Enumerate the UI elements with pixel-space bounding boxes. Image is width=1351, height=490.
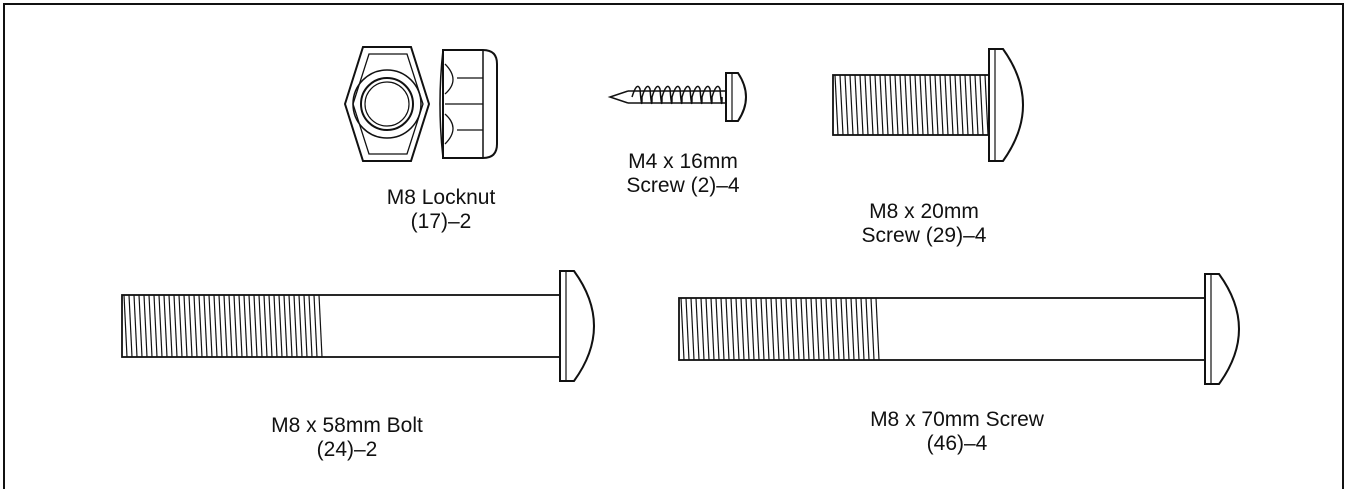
small-screw-icon	[607, 72, 747, 122]
part-name: M8 x 20mm	[869, 200, 979, 223]
long-screw-icon	[678, 273, 1240, 385]
part-key-qty: (17)–2	[410, 210, 472, 233]
part-key-qty: (24)–2	[316, 438, 378, 461]
part-name: M4 x 16mm	[628, 150, 738, 173]
part-label-locknut: M8 Locknut (17)–2	[387, 186, 496, 234]
part-name: M8 x 70mm Screw	[870, 408, 1044, 431]
part-label-long-screw: M8 x 70mm Screw (46)–4	[870, 408, 1044, 456]
hardware-panel: M8 Locknut (17)–2 M4 x 16mm Screw (2)–4 …	[3, 3, 1344, 489]
part-key-qty: (46)–4	[926, 432, 988, 455]
part-label-short-screw: M8 x 20mm Screw (29)–4	[862, 200, 987, 248]
part-name: M8 x 58mm Bolt	[271, 414, 423, 437]
locknut-icon	[343, 46, 498, 162]
part-label-bolt: M8 x 58mm Bolt (24)–2	[271, 414, 423, 462]
part-key-qty: Screw (2)–4	[626, 174, 740, 197]
part-label-small-screw: M4 x 16mm Screw (2)–4	[626, 150, 739, 198]
part-key-qty: Screw (29)–4	[861, 224, 987, 247]
bolt-icon	[121, 270, 595, 382]
short-screw-icon	[832, 48, 1024, 162]
part-name: M8 Locknut	[386, 186, 496, 209]
